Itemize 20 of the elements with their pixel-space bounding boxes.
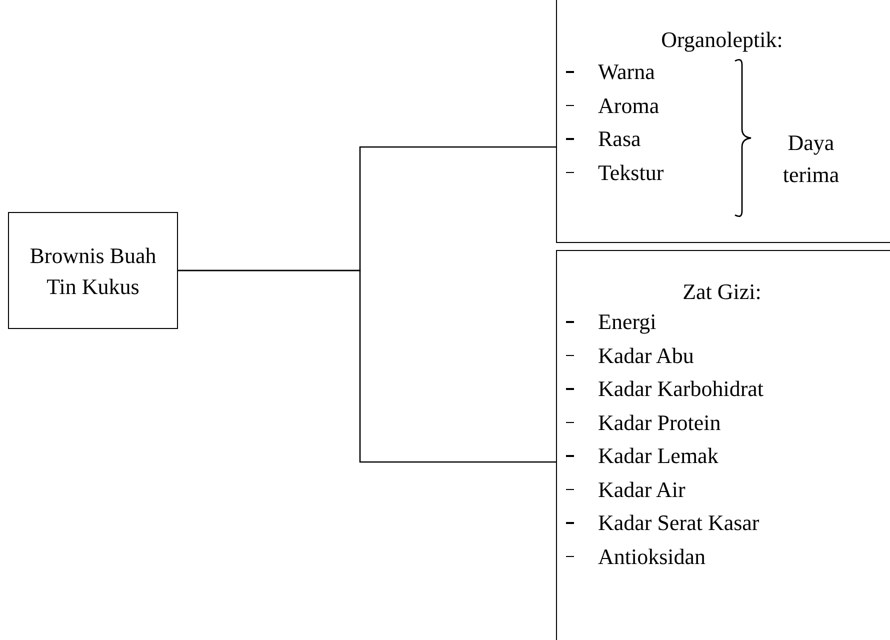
list-item: Antioksidan: [598, 542, 706, 571]
list-item: Kadar Karbohidrat: [598, 375, 764, 404]
list-item: Aroma: [598, 92, 660, 120]
box-heading: Zat Gizi:: [682, 278, 762, 306]
list-item: Warna: [598, 58, 655, 86]
list-item: Energi: [598, 308, 656, 336]
box-heading: Organoleptik:: [661, 26, 783, 54]
text-box: [8, 212, 178, 329]
list-box: [556, 0, 890, 243]
list-item: Kadar Abu: [598, 342, 694, 370]
list-item: Kadar Serat Kasar: [598, 509, 760, 538]
list-item: Kadar Protein: [598, 408, 721, 437]
list-item: Kadar Air: [598, 476, 686, 504]
list-box: [556, 250, 890, 640]
list-item: Tekstur: [598, 158, 664, 187]
connector-line: [178, 270, 556, 463]
brace-label: Daya terima: [782, 129, 840, 189]
box-text: Brownis Buah Tin Kukus: [28, 242, 158, 300]
list-item: Kadar Lemak: [598, 442, 718, 470]
list-item: Rasa: [598, 125, 641, 154]
